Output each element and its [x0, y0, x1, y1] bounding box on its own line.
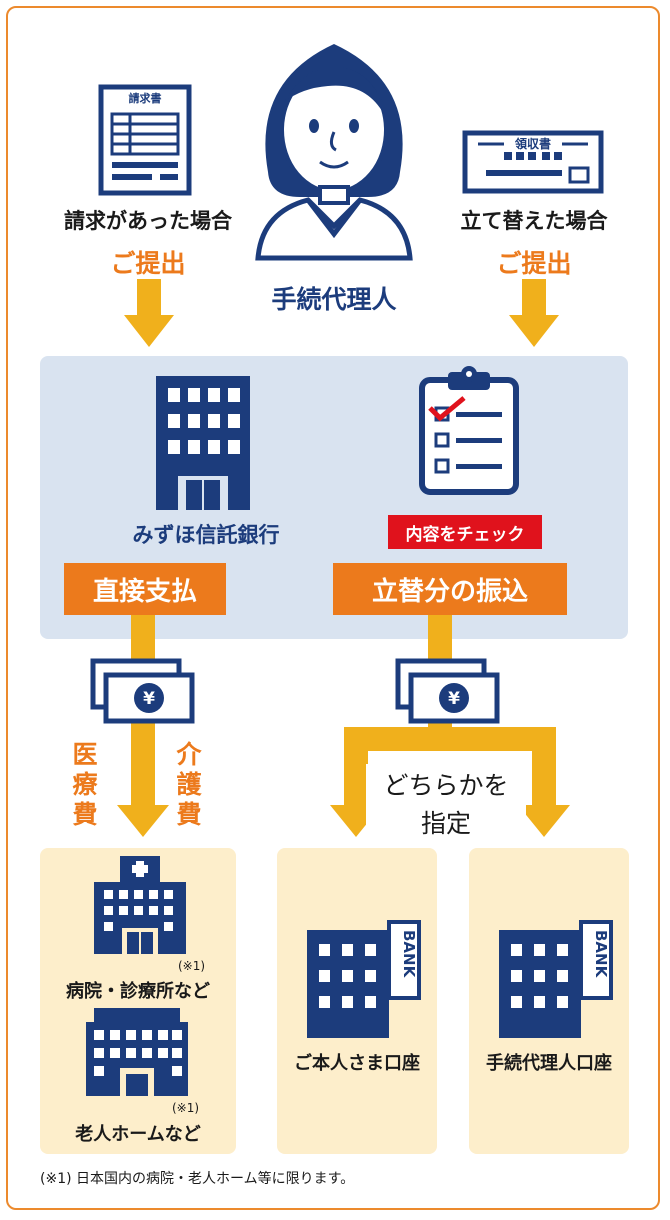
right-action: ご提出: [496, 249, 572, 278]
right-money-icon: ¥: [395, 658, 500, 724]
agent-person-icon: [255, 44, 413, 261]
left-flow-arrow: [117, 615, 169, 837]
agent-account-label: 手続代理人口座: [486, 1053, 612, 1074]
nursing-note: (※1): [172, 1101, 200, 1115]
hospital-note: (※1): [178, 959, 206, 973]
right-flow-arrow: [330, 615, 570, 837]
choice-text-box: [366, 764, 526, 838]
receipt-document-icon: [462, 130, 604, 194]
svg-text:¥: ¥: [143, 689, 155, 709]
hospital-icon: [94, 856, 186, 954]
left-caption: 請求があった場合: [64, 209, 232, 233]
own-bank-building-icon: BANK: [307, 920, 421, 1038]
choice-line-1: どちらかを: [383, 771, 509, 800]
agent-label: 手続代理人: [271, 285, 397, 314]
care-fee-label: 介護費: [176, 740, 202, 829]
left-money-icon: ¥: [90, 658, 195, 724]
checklist-icon: [419, 366, 519, 495]
svg-text:¥: ¥: [448, 689, 460, 709]
right-down-arrow: [509, 279, 559, 347]
nursing-home-icon: [86, 1008, 188, 1096]
left-down-arrow: [124, 279, 174, 347]
hospital-label: 病院・診療所など: [66, 981, 210, 1002]
own-bank-sign-text: BANK: [400, 930, 418, 979]
choice-line-2: 指定: [420, 809, 471, 838]
right-caption: 立て替えた場合: [460, 209, 608, 233]
agent-bank-building-icon: BANK: [499, 920, 613, 1038]
check-badge: 内容をチェック: [388, 515, 542, 549]
reimbursement-transfer-label: 立替分の振込: [333, 563, 567, 615]
bank-name: みずほ信託銀行: [132, 523, 280, 547]
receipt-title: 領収書: [514, 137, 551, 151]
agent-bank-sign-text: BANK: [592, 930, 610, 979]
footnote: (※1) 日本国内の病院・老人ホーム等に限ります。: [40, 1171, 355, 1187]
bank-building-icon: [156, 376, 250, 510]
invoice-title: 請求書: [112, 90, 178, 106]
own-account-label: ご本人さま口座: [294, 1053, 420, 1074]
nursing-label: 老人ホームなど: [75, 1124, 201, 1145]
medical-fee-label: 医療費: [72, 740, 98, 829]
direct-payment-label: 直接支払: [64, 563, 226, 615]
left-action: ご提出: [110, 249, 186, 278]
